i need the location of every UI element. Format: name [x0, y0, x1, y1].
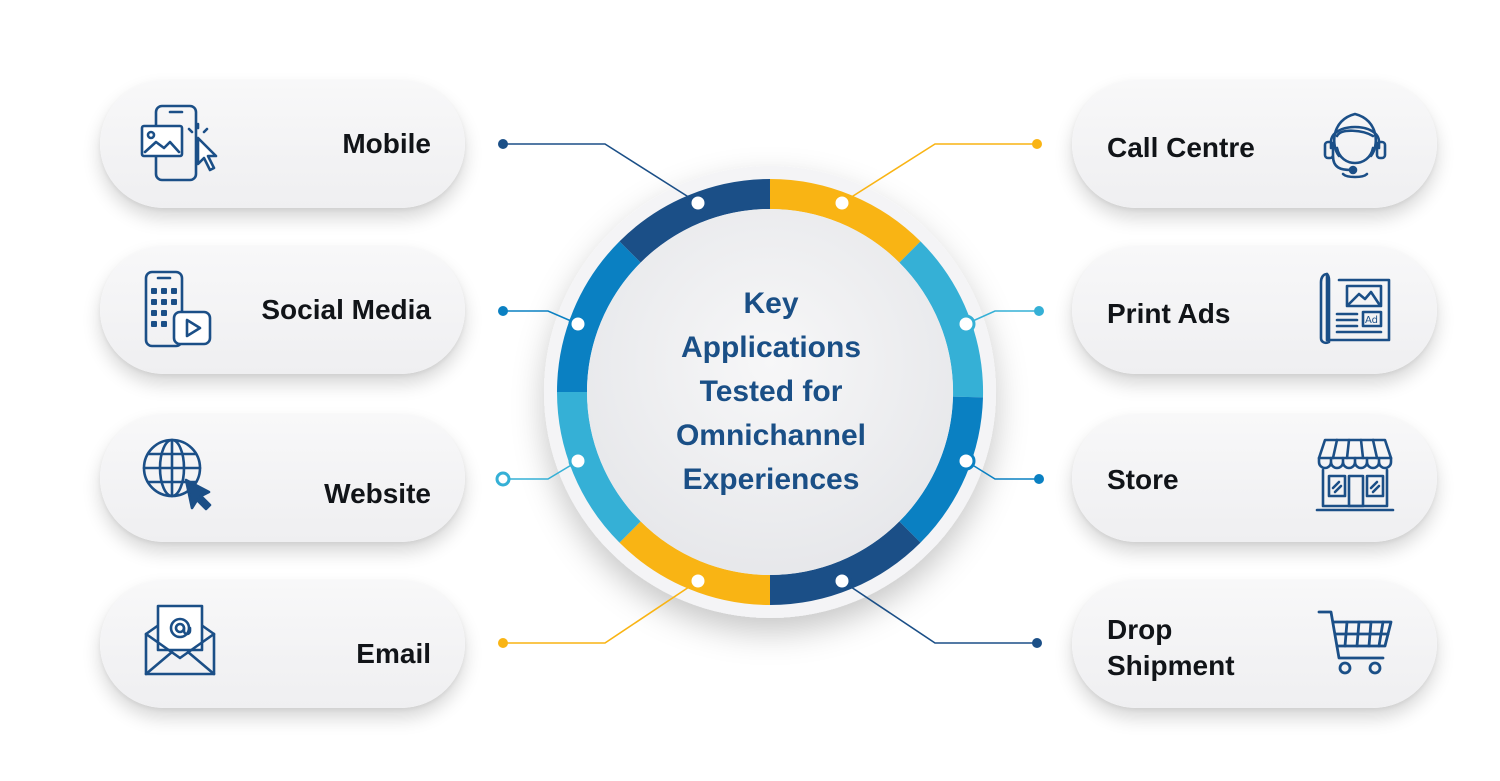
connectors — [503, 143, 1039, 644]
connector-dots — [495, 139, 1044, 648]
dot-email — [498, 638, 508, 648]
channel-label-print-ads: Print Ads — [1107, 298, 1231, 329]
node-store — [956, 451, 976, 471]
channel-card-social-media[interactable]: Social Media — [100, 246, 465, 374]
dot-drop-shipment — [1032, 638, 1042, 648]
connector-call-centre — [841, 143, 1037, 204]
channel-card-mobile[interactable]: Mobile — [100, 80, 465, 208]
shopping-cart-icon — [1317, 610, 1393, 675]
node-mobile — [688, 193, 708, 213]
channel-card-email[interactable]: Email — [100, 580, 465, 708]
channel-label-drop-shipment: Drop Shipment — [1107, 614, 1235, 681]
dot-store — [1034, 474, 1044, 484]
newspaper-ad-icon: Ad — [1319, 272, 1391, 345]
center-title: Key Applications Tested for Omnichannel … — [675, 287, 867, 496]
connector-drop-shipment — [841, 580, 1037, 644]
dot-mobile — [498, 139, 508, 149]
connector-social-media — [503, 310, 579, 325]
connector-store — [965, 460, 1039, 480]
dot-print-ads — [1034, 306, 1044, 316]
ring-segment-lightblue-right — [899, 241, 984, 398]
headset-agent-icon — [1323, 112, 1387, 179]
envelope-at-icon — [144, 604, 216, 676]
node-website — [568, 451, 588, 471]
inner-disc — [587, 209, 953, 575]
ring-nodes — [568, 193, 976, 591]
channel-label-call-centre: Call Centre — [1107, 132, 1255, 163]
channel-card-website[interactable]: Website — [100, 414, 465, 542]
ring-segment-lightblue-left — [557, 391, 641, 543]
node-call-centre — [832, 193, 852, 213]
node-print-ads — [956, 314, 976, 334]
mobile-touch-icon — [140, 104, 218, 182]
channel-label-store: Store — [1107, 464, 1179, 495]
connector-website — [503, 460, 579, 480]
node-drop-shipment — [832, 571, 852, 591]
storefront-icon — [1315, 438, 1395, 512]
ring-segment-midblue-left — [557, 241, 641, 393]
channel-label-mobile: Mobile — [342, 128, 431, 159]
channel-label-website: Website — [324, 478, 431, 509]
globe-cursor-icon — [142, 438, 212, 511]
connector-print-ads — [965, 310, 1039, 325]
connector-email — [503, 580, 699, 644]
channel-label-social-media: Social Media — [261, 294, 431, 325]
channel-card-drop-shipment[interactable]: Drop Shipment — [1072, 580, 1437, 708]
dot-call-centre — [1032, 139, 1042, 149]
channel-label-email: Email — [356, 638, 431, 669]
node-email — [688, 571, 708, 591]
connector-mobile — [503, 143, 699, 204]
dot-website — [495, 471, 511, 487]
smartphone-apps-video-icon — [144, 270, 212, 348]
svg-text:Ad: Ad — [1365, 315, 1378, 326]
ring-segment-midblue-right — [899, 396, 983, 543]
dot-social-media — [498, 306, 508, 316]
channel-card-print-ads[interactable]: Print Ads Ad — [1072, 246, 1437, 374]
node-social-media — [568, 314, 588, 334]
channel-card-call-centre[interactable]: Call Centre — [1072, 80, 1437, 208]
channel-card-store[interactable]: Store — [1072, 414, 1437, 542]
